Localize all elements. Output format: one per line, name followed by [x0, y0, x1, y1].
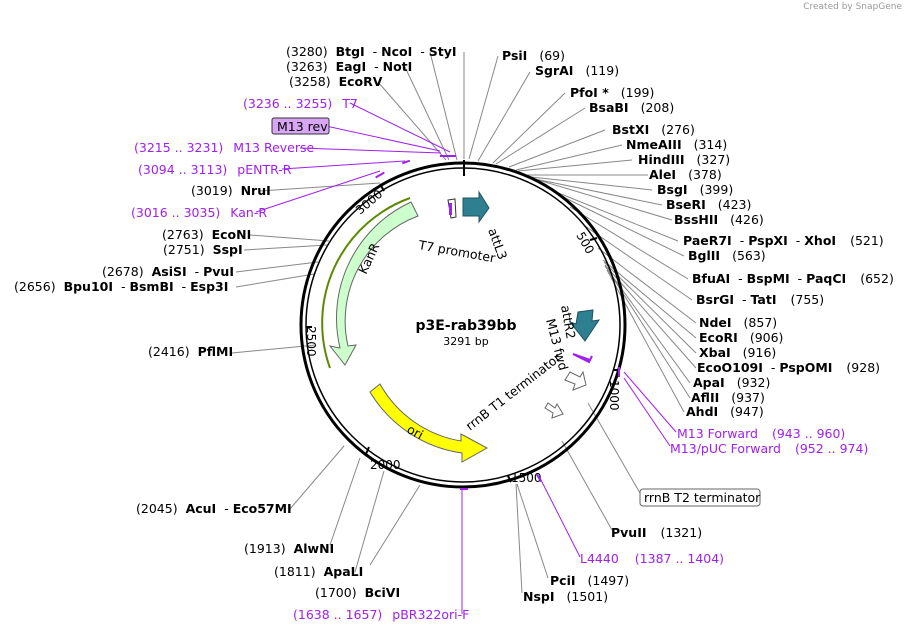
rrnb-t1-feature[interactable] — [564, 370, 587, 391]
enzyme-label-2416: (2416)PflMI — [148, 344, 233, 359]
primer-label-pbr322ori-f: (1638 .. 1657)pBR322ori-F — [293, 607, 469, 622]
enzyme-label-3258: (3258)EcoRV — [289, 74, 383, 89]
enzyme-label-906: EcoRI(906) — [699, 330, 783, 345]
enzyme-label-521: PaeR7I - PspXI - XhoI(521) — [683, 233, 884, 248]
enzyme-label-932: ApaI(932) — [693, 375, 770, 390]
enzyme-label-755: BsrGI - TatI(755) — [696, 292, 824, 307]
primer-label-pentr-r: (3094 .. 3113)pENTR-R — [138, 162, 292, 177]
enzyme-label-1811: (1811)ApaLI — [274, 564, 363, 579]
enzyme-label-937: AflII(937) — [691, 390, 765, 405]
leader-lines — [231, 51, 697, 594]
rrnb-t1-label: rrnB T1 terminator — [463, 349, 565, 433]
primer-label-m13-rev: M13 rev — [277, 119, 328, 134]
ori-label: ori — [405, 421, 426, 442]
enzyme-label-119: SgrAI(119) — [535, 63, 619, 78]
primer-marks — [375, 155, 620, 490]
enzyme-label-2763: (2763)EcoNI — [162, 227, 251, 242]
m13-fwd-primer[interactable] — [572, 353, 593, 364]
primer-label-t7: (3236 .. 3255)T7 — [243, 96, 358, 111]
tick-label-2000: 2000 — [370, 458, 401, 472]
tick-label-1000: 1000 — [607, 380, 621, 411]
rrnb-t2-feature[interactable] — [544, 402, 564, 419]
plasmid-length: 3291 bp — [443, 335, 488, 348]
enzyme-label-426: BssHII(426) — [674, 212, 764, 227]
enzyme-label-947: AhdI(947) — [686, 404, 764, 419]
primer-label-m13-puc-forward: M13/pUC Forward(952 .. 974) — [670, 441, 868, 456]
enzyme-label-1913: (1913)AlwNI — [244, 541, 334, 556]
attr2-label: attR2 — [558, 304, 579, 340]
kanr-feature[interactable] — [328, 201, 419, 366]
enzyme-label-378: AleI(378) — [649, 167, 722, 182]
attl3-feature[interactable] — [462, 190, 490, 224]
primer-leader-lines — [255, 102, 677, 614]
enzyme-label-652: BfuAI - BspMI - PaqCI(652) — [692, 271, 894, 286]
enzyme-label-399: BsgI(399) — [657, 182, 733, 197]
t7-primer-mark — [449, 203, 452, 215]
enzyme-label-916: XbaI(916) — [699, 345, 776, 360]
kanr-orf-line — [321, 197, 411, 369]
snapgene-credit: Created by SnapGene — [803, 2, 902, 12]
m13-rev-box[interactable] — [271, 117, 330, 135]
primer-label-kan-r: (3016 .. 3035)Kan-R — [131, 205, 267, 220]
tick-marks — [306, 160, 619, 483]
enzyme-label-423: BseRI(423) — [666, 197, 751, 212]
tick-label-2500: 2500 — [304, 326, 318, 357]
enzyme-label-199: PfoI *(199) — [570, 85, 654, 100]
primer-label-l4440: L4440(1387 .. 1404) — [580, 551, 724, 566]
attr2-feature[interactable] — [568, 309, 601, 342]
primer-label-m13-reverse: (3215 .. 3231)M13 Reverse — [134, 140, 314, 155]
ori-feature[interactable] — [369, 383, 489, 463]
primer-label-m13-forward: M13 Forward(943 .. 960) — [677, 426, 845, 441]
enzyme-label-2656: (2656)Bpu10I - BsmBI - Esp3I — [14, 279, 228, 294]
enzyme-label-276: BstXI(276) — [612, 122, 695, 137]
enzyme-label-327: HindIII(327) — [638, 152, 730, 167]
tick-label-500: 500 — [573, 230, 597, 257]
enzyme-label-928: EcoO109I - PspOMI(928) — [697, 360, 880, 375]
t7-promoter-label: T7 promoter — [416, 237, 497, 266]
rrnb-t2-label: rrnB T2 terminator — [644, 490, 761, 505]
tick-label-1500: 1500 — [511, 471, 542, 485]
enzyme-label-563: BglII(563) — [688, 248, 766, 263]
enzyme-label-314: NmeAIII(314) — [626, 137, 727, 152]
enzyme-label-3019: (3019)NruI — [191, 183, 271, 198]
enzyme-label-2045: (2045)AcuI - Eco57MI — [136, 501, 292, 516]
enzyme-label-857: NdeI(857) — [699, 315, 777, 330]
rrnb-t2-box[interactable] — [639, 488, 761, 507]
enzyme-label-1501: NspI(1501) — [523, 589, 608, 604]
enzyme-label-1321: PvuII(1321) — [611, 525, 702, 540]
enzyme-label-2678: (2678)AsiSI - PvuI — [102, 264, 234, 279]
enzyme-label-3280: (3280)BtgI - NcoI - StyI — [286, 44, 457, 59]
enzyme-label-208: BsaBI(208) — [589, 100, 674, 115]
enzyme-label-1497: PciI(1497) — [550, 573, 629, 588]
enzyme-label-3263: (3263)EagI - NotI — [286, 59, 412, 74]
enzyme-label-2751: (2751)SspI — [163, 242, 243, 257]
plasmid-name: p3E-rab39bb — [415, 318, 516, 334]
enzyme-label-69: PsiI(69) — [502, 48, 565, 63]
enzyme-label-1700: (1700)BciVI — [315, 585, 400, 600]
